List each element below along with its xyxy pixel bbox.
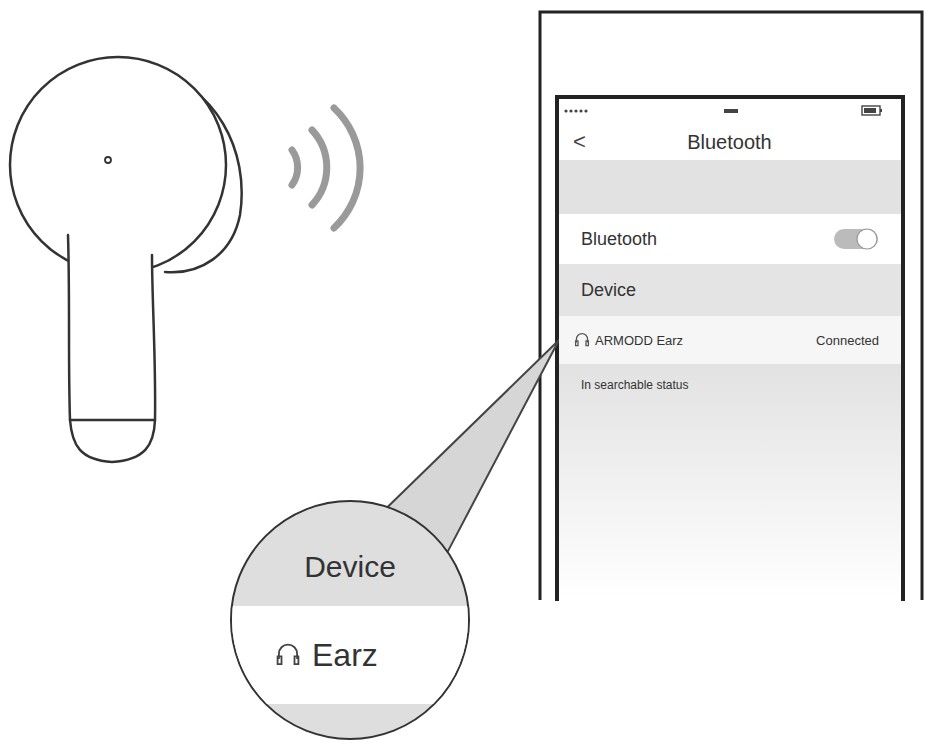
status-note: In searchable status (581, 378, 879, 392)
phone-screen (557, 97, 903, 617)
earbud-sensor (105, 157, 111, 163)
screen-band (559, 160, 901, 214)
toggle-switch (833, 226, 879, 252)
earbud-tip (70, 420, 155, 462)
earbud-head (10, 57, 226, 273)
header-bar: <Bluetooth (559, 124, 901, 160)
setting-row: Bluetooth (559, 214, 901, 264)
setting-label: Bluetooth (581, 229, 657, 250)
device-row: ARMODD Earz Connected (559, 316, 901, 364)
device-name: ARMODD Earz (595, 333, 683, 348)
back-button: < (573, 129, 586, 155)
status-bar (564, 106, 882, 115)
signal-waves (292, 108, 360, 228)
screen-title: Bluetooth (586, 131, 887, 154)
callout-circle: DeviceEarz (230, 500, 470, 740)
earbud-stem (152, 255, 155, 420)
callout-heading: Device (232, 502, 468, 606)
section-heading: Device (581, 280, 636, 301)
callout-row: Earz (232, 606, 468, 704)
headphone-icon (274, 641, 302, 669)
section-band: Device (559, 264, 901, 316)
callout-device-name: Earz (312, 637, 378, 674)
connection-status: Connected (816, 333, 879, 348)
status-area: In searchable status (559, 364, 901, 600)
earbud-stem (68, 235, 70, 420)
headphone-icon (573, 331, 591, 349)
